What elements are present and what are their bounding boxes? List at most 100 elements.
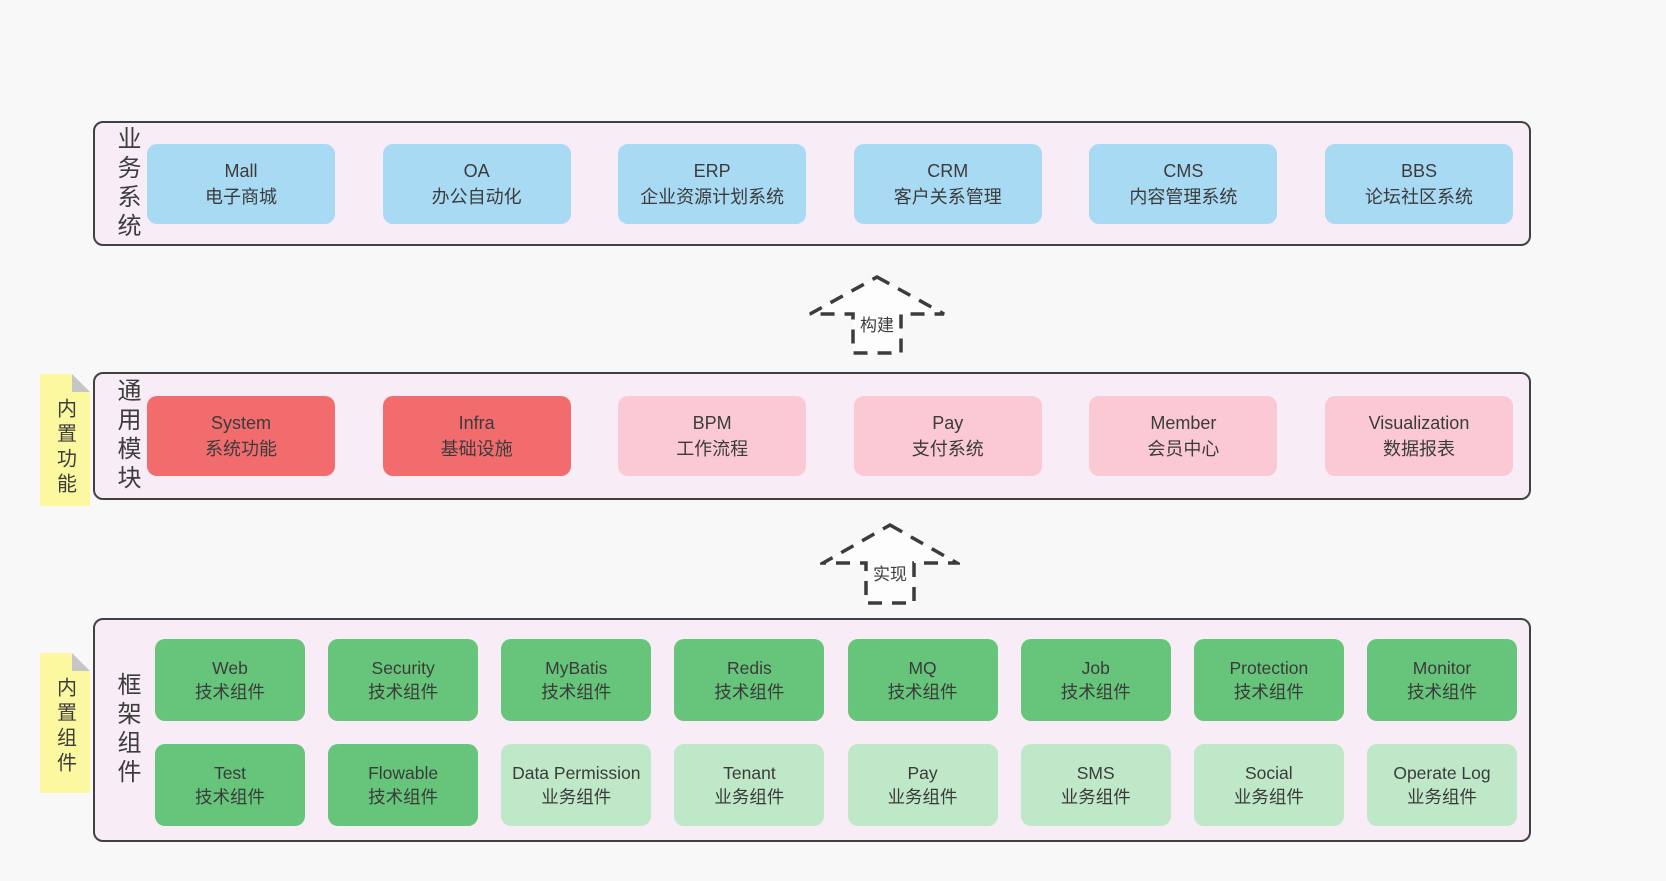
business-systems-box-row: Mall 电子商城 OA 办公自动化 ERP 企业资源计划系统 CRM 客户关系… (147, 123, 1513, 244)
box-title: BPM (692, 413, 732, 433)
common-modules-layer: 通用模块 System 系统功能 Infra 基础设施 BPM 工作流程 Pay… (93, 372, 1531, 500)
box-subtitle: 业务组件 (1060, 787, 1131, 807)
built-in-components-note: 内置组件 (40, 653, 90, 793)
box-title: Data Permission (512, 763, 641, 783)
box-subtitle: 业务组件 (1233, 787, 1304, 807)
box-test: Test 技术组件 (155, 744, 305, 826)
box-subtitle: 会员中心 (1147, 439, 1220, 459)
box-subtitle: 企业资源计划系统 (640, 186, 785, 207)
box-sms: SMS 业务组件 (1020, 744, 1171, 826)
box-title: Monitor (1412, 658, 1472, 678)
box-title: BBS (1400, 160, 1437, 181)
layer-label-common-modules: 通用模块 (113, 378, 140, 494)
box-oa: OA 办公自动化 (382, 143, 571, 224)
box-title: OA (463, 160, 490, 181)
box-subtitle: 技术组件 (1233, 682, 1304, 702)
box-title: Web (212, 658, 248, 678)
box-monitor: Monitor 技术组件 (1366, 639, 1517, 721)
box-subtitle: 技术组件 (195, 787, 265, 807)
box-subtitle: 数据报表 (1382, 439, 1455, 459)
business-systems-layer: 业务系统 Mall 电子商城 OA 办公自动化 ERP 企业资源计划系统 CRM… (93, 121, 1531, 246)
box-subtitle: 支付系统 (911, 439, 984, 459)
box-crm: CRM 客户关系管理 (853, 143, 1042, 224)
box-member: Member 会员中心 (1089, 396, 1278, 476)
box-security: Security 技术组件 (328, 639, 479, 721)
box-title: Security (371, 658, 435, 678)
box-social: Social 业务组件 (1193, 744, 1344, 826)
box-subtitle: 业务组件 (541, 787, 612, 807)
box-title: Protection (1229, 658, 1309, 678)
box-subtitle: 业务组件 (1406, 787, 1477, 807)
implement-arrow: 实现 (820, 522, 960, 606)
box-subtitle: 技术组件 (195, 682, 265, 702)
box-bbs: BBS 论坛社区系统 (1324, 143, 1513, 224)
box-subtitle: 技术组件 (1406, 682, 1477, 702)
box-protection: Protection 技术组件 (1193, 639, 1344, 721)
box-title: System (210, 413, 271, 433)
box-subtitle: 技术组件 (541, 682, 612, 702)
note-fold-icon (72, 374, 90, 392)
box-title: Tenant (723, 763, 776, 783)
box-flowable: Flowable 技术组件 (328, 744, 479, 826)
common-modules-box-row: System 系统功能 Infra 基础设施 BPM 工作流程 Pay 支付系统… (147, 374, 1513, 498)
box-subtitle: 技术组件 (368, 682, 439, 702)
note-fold-icon (72, 653, 90, 671)
box-subtitle: 业务组件 (887, 787, 958, 807)
box-cms: CMS 内容管理系统 (1089, 143, 1278, 224)
box-title: Flowable (368, 763, 439, 783)
box-mq: MQ 技术组件 (847, 639, 998, 721)
box-title: Job (1081, 658, 1110, 678)
box-title: Infra (458, 413, 495, 433)
note-text: 内置组件 (53, 677, 76, 777)
box-subtitle: 业务组件 (714, 787, 785, 807)
box-title: MyBatis (545, 658, 608, 678)
implement-arrow-label: 实现 (869, 558, 911, 586)
box-subtitle: 电子商城 (205, 186, 277, 207)
layer-label-business-systems: 业务系统 (113, 125, 140, 242)
box-subtitle: 内容管理系统 (1129, 186, 1238, 207)
box-pay-component: Pay 业务组件 (847, 744, 998, 826)
box-visualization: Visualization 数据报表 (1324, 396, 1513, 476)
box-subtitle: 基础设施 (440, 439, 513, 459)
box-data-permission: Data Permission 业务组件 (501, 744, 652, 826)
box-title: Member (1150, 413, 1217, 433)
box-tenant: Tenant 业务组件 (674, 744, 825, 826)
box-subtitle: 客户关系管理 (893, 186, 1002, 207)
box-system: System 系统功能 (147, 396, 335, 476)
box-title: Redis (727, 658, 772, 678)
box-bpm: BPM 工作流程 (618, 396, 807, 476)
note-text: 内置功能 (53, 398, 76, 498)
box-infra: Infra 基础设施 (382, 396, 571, 476)
box-subtitle: 工作流程 (676, 439, 749, 459)
box-title: Pay (907, 763, 938, 783)
box-title: CRM (927, 160, 969, 181)
layer-label-framework-components: 框架组件 (113, 672, 140, 788)
box-web: Web 技术组件 (155, 639, 305, 721)
box-pay-module: Pay 支付系统 (853, 396, 1042, 476)
box-subtitle: 技术组件 (887, 682, 958, 702)
framework-components-grid: Web 技术组件 Security 技术组件 MyBatis 技术组件 Redi… (155, 639, 1517, 826)
box-title: Visualization (1368, 413, 1470, 433)
box-title: CMS (1163, 160, 1204, 181)
box-subtitle: 技术组件 (714, 682, 785, 702)
box-title: Test (213, 763, 247, 783)
box-title: MQ (908, 658, 937, 678)
box-subtitle: 技术组件 (1060, 682, 1131, 702)
box-erp: ERP 企业资源计划系统 (618, 143, 807, 224)
box-title: Pay (932, 413, 964, 433)
box-subtitle: 论坛社区系统 (1364, 186, 1473, 207)
build-arrow: 构建 (807, 274, 947, 356)
box-subtitle: 系统功能 (205, 439, 277, 459)
box-mall: Mall 电子商城 (147, 143, 335, 224)
box-title: Social (1245, 763, 1293, 783)
box-title: Mall (224, 160, 258, 181)
built-in-features-note: 内置功能 (40, 374, 90, 506)
box-title: ERP (693, 160, 731, 181)
box-redis: Redis 技术组件 (674, 639, 825, 721)
build-arrow-label: 构建 (856, 310, 898, 338)
box-subtitle: 技术组件 (368, 787, 439, 807)
box-subtitle: 办公自动化 (431, 186, 522, 207)
box-title: SMS (1076, 763, 1115, 783)
box-job: Job 技术组件 (1020, 639, 1171, 721)
